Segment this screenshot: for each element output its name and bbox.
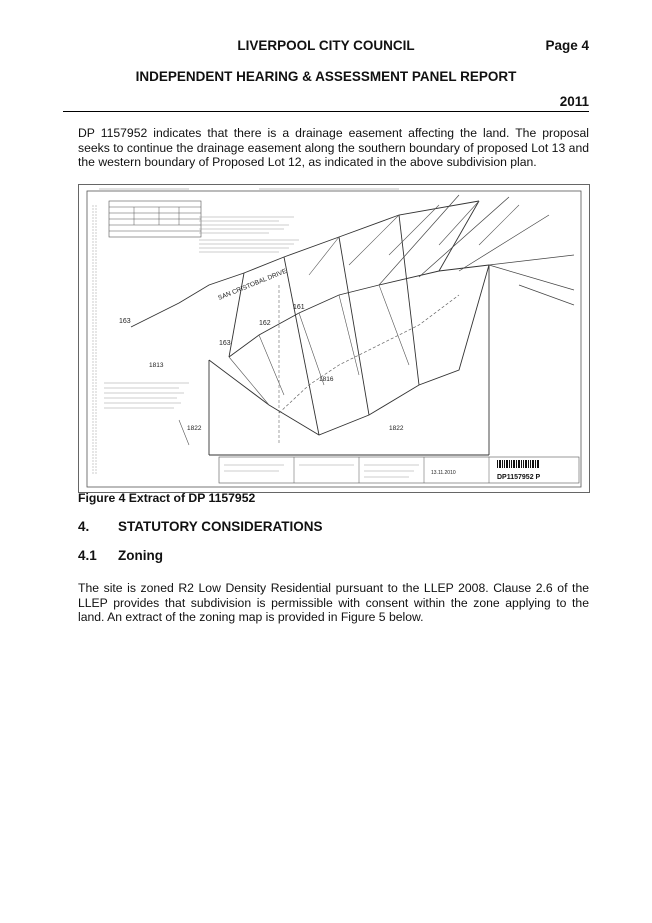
council-name: LIVERPOOL CITY COUNCIL: [237, 38, 415, 53]
header-rule: [63, 111, 589, 112]
subdivision-plan-drawing: SAN CRISTOBAL DRIVE 163 163 162 161 1816…: [86, 188, 582, 488]
zoning-paragraph: The site is zoned R2 Low Density Residen…: [78, 581, 589, 625]
lot-label: 1816: [319, 376, 334, 383]
lot-label: 1813: [149, 362, 164, 369]
report-title: INDEPENDENT HEARING & ASSESSMENT PANEL R…: [135, 69, 517, 84]
plan-date: 13.11.2010: [431, 470, 456, 476]
intro-paragraph: DP 1157952 indicates that there is a dra…: [78, 126, 589, 170]
section-title: STATUTORY CONSIDERATIONS: [118, 519, 323, 534]
lot-label: 162: [259, 320, 271, 327]
lot-label: 163: [219, 340, 231, 347]
report-year: 2011: [559, 94, 589, 109]
section-number: 4.: [78, 519, 90, 534]
subsection-title: Zoning: [118, 548, 163, 563]
figure-caption: Figure 4 Extract of DP 1157952: [78, 491, 256, 505]
lot-label: 1822: [187, 425, 202, 432]
lot-label: 163: [119, 318, 131, 325]
lot-label: 1822: [389, 425, 404, 432]
page-number: Page 4: [545, 38, 589, 53]
lot-label: 161: [293, 304, 305, 311]
subdivision-plan-figure: SAN CRISTOBAL DRIVE 163 163 162 161 1816…: [78, 184, 590, 493]
subsection-number: 4.1: [78, 548, 97, 563]
street-label: SAN CRISTOBAL DRIVE: [217, 268, 288, 302]
plan-number: DP1157952 P: [497, 474, 541, 481]
